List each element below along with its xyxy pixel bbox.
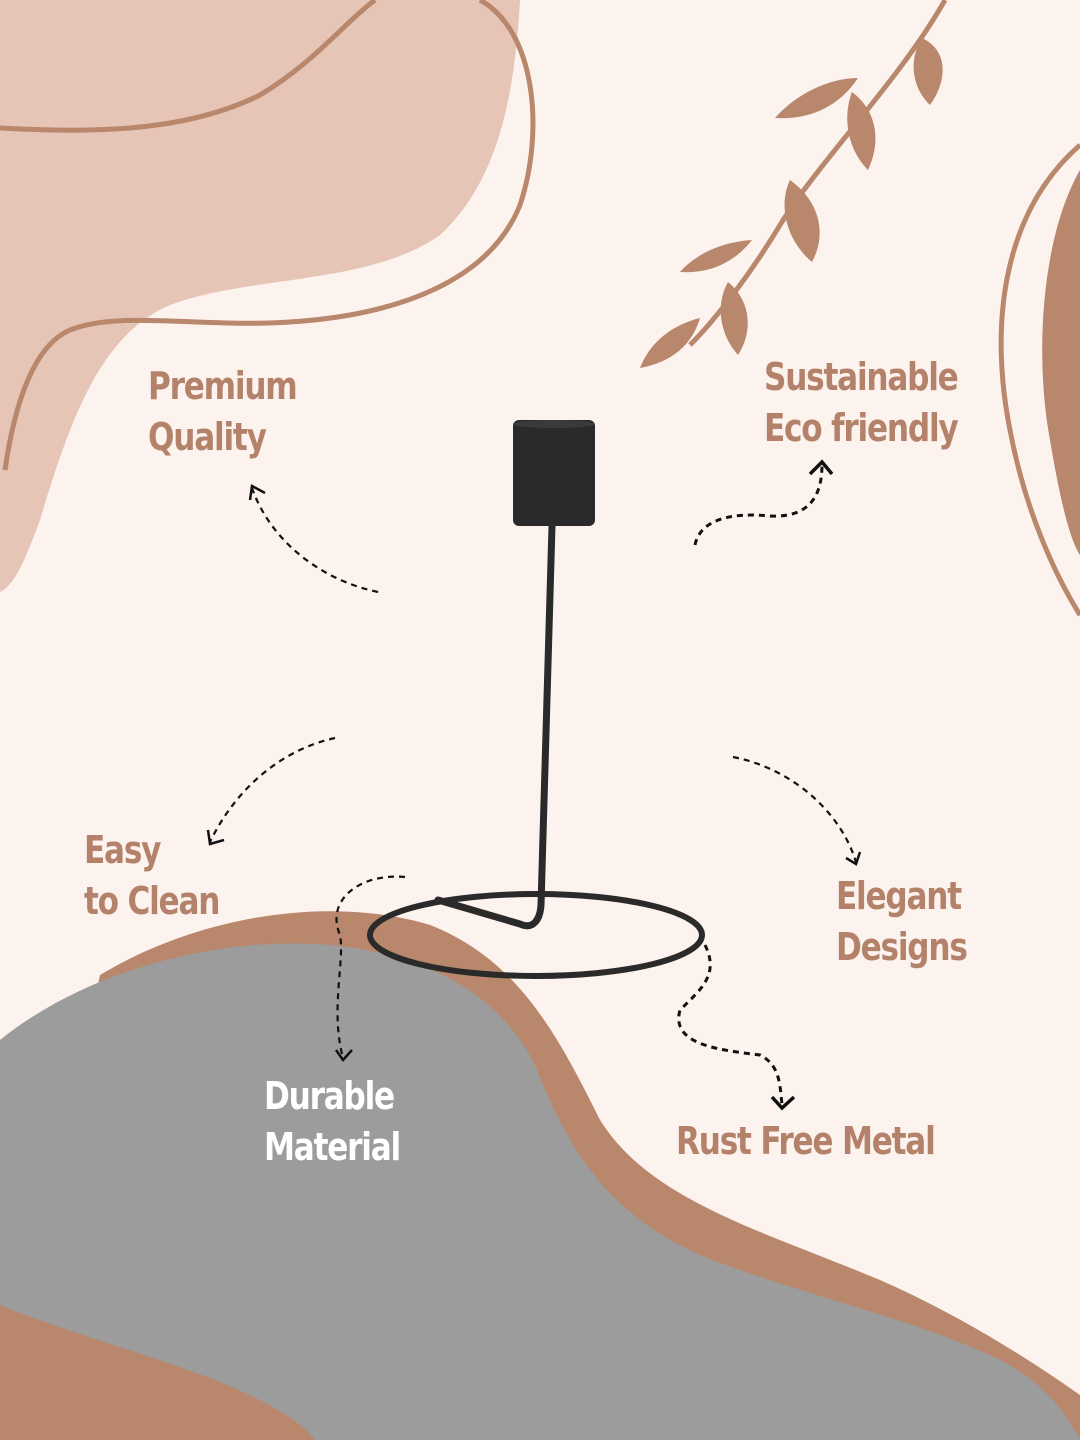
feature-line: Easy bbox=[84, 828, 161, 872]
feature-premium-quality: Premium Quality bbox=[148, 361, 298, 463]
leaf-branch-icon bbox=[640, 0, 948, 368]
feature-rust-free-metal: Rust Free Metal bbox=[676, 1116, 936, 1167]
dashed-arrow-icon bbox=[209, 464, 858, 1106]
outline-loop bbox=[2, 0, 536, 471]
feature-line: Durable bbox=[264, 1074, 395, 1118]
feature-line: to Clean bbox=[84, 879, 220, 923]
grey-blob bbox=[0, 943, 1080, 1440]
brown-corner bbox=[0, 1305, 315, 1440]
feature-line: Quality bbox=[148, 415, 267, 459]
feature-line: Rust Free Metal bbox=[676, 1119, 936, 1163]
right-arc-fill bbox=[1042, 170, 1080, 555]
arrowhead-icons bbox=[206, 459, 862, 1111]
feature-line: Premium bbox=[148, 364, 298, 408]
feature-line: Sustainable bbox=[764, 355, 959, 399]
feature-easy-to-clean: Easy to Clean bbox=[84, 825, 220, 927]
feature-line: Material bbox=[264, 1125, 401, 1169]
blush-blob bbox=[0, 0, 520, 592]
feature-elegant-designs: Elegant Designs bbox=[836, 871, 968, 973]
feature-line: Elegant bbox=[836, 874, 962, 918]
right-arc-outline bbox=[998, 143, 1080, 617]
feature-line: Eco friendly bbox=[764, 406, 959, 450]
outline-curve bbox=[0, 0, 377, 133]
feature-durable-material: Durable Material bbox=[264, 1071, 401, 1173]
candle-holder-icon bbox=[367, 420, 705, 979]
feature-line: Designs bbox=[836, 925, 968, 969]
feature-sustainable: Sustainable Eco friendly bbox=[764, 352, 959, 454]
